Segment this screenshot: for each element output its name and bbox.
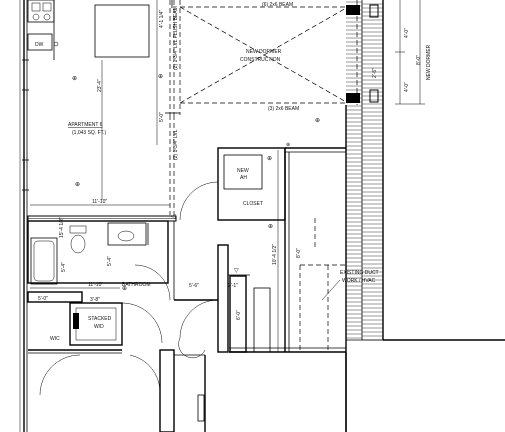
new-dormer-construction-line2: CONSTRUCTION	[240, 57, 281, 63]
new-ah-line2: AH	[240, 175, 247, 181]
stacked-wd-line1: STACKED	[88, 316, 112, 322]
lvl-flush-beam-upper: (2) 1-3/4" LVL FLUSH BEAM	[173, 6, 179, 70]
dim-5-4-b: 5'-4"	[61, 262, 67, 272]
dim-4-0-a: 4'-0"	[404, 28, 410, 38]
dim-6-0: 6'-0"	[236, 310, 242, 320]
dim-11-10-top: 11'-10"	[92, 199, 107, 205]
lower-right-walls	[229, 347, 347, 432]
dishwasher-label: DW	[35, 42, 44, 48]
svg-text:⊕: ⊕	[122, 286, 127, 292]
closet-air-handler: NEW AH CLOSET	[179, 147, 346, 352]
new-dormer-right: NEW DORMER	[426, 44, 432, 80]
dim-3-8: 3'-8"	[90, 297, 100, 303]
kitchen-sink	[27, 0, 55, 23]
svg-text:⊕: ⊕	[315, 118, 320, 124]
new-dormer-construction: NEW DORMER	[246, 49, 282, 55]
right-dims: 4'-0" 4'-0" 8'-0" NEW DORMER 2'-6"	[372, 0, 432, 105]
wic-label: WIC	[50, 336, 60, 342]
laundry-area: 5'-0" STACKED W/D 3'-8" WIC	[27, 291, 163, 346]
svg-text:⊕: ⊕	[75, 182, 80, 188]
dim-2-1: 2'-1"	[228, 283, 238, 289]
bath-upper-wall	[27, 215, 177, 222]
dim-10-4-1-2: 10'-4 1/2"	[272, 244, 278, 265]
dim-5-0: 5'-0"	[159, 112, 165, 122]
dim-5-0-b: 5'-0"	[38, 296, 48, 302]
existing-duct-line2: WORK / HVAC	[342, 278, 376, 284]
lower-walls	[28, 349, 206, 432]
right-exterior-wall-hatch	[345, 0, 384, 432]
ceiling-fixtures: ⊕ ⊕ ⊕ ⊕ ⊕ ⊕ ⊕	[72, 74, 320, 292]
dim-8-0: 8'-0"	[296, 248, 302, 258]
duct-work: EXISTING DUCT WORK / HVAC	[299, 218, 379, 352]
symbol-marker: ⊕	[286, 142, 290, 148]
dim-4-0-b: 4'-0"	[404, 82, 410, 92]
svg-text:⊕: ⊕	[268, 224, 273, 230]
dim-5-6: 5'-6"	[189, 283, 199, 289]
kitchen-island	[94, 4, 150, 58]
dim-15-4-1-2: 15'-4 1/2"	[59, 217, 65, 238]
closet-label: CLOSET	[243, 201, 263, 207]
beam-top-label: (6) 2x6 BEAM	[262, 2, 293, 8]
fixture-dot	[53, 41, 59, 47]
post-top-right	[369, 4, 379, 18]
dim-5-4: 5'-4"	[107, 256, 113, 266]
lvl-flush-beam-lower: (2) 1-3/4" LVL	[173, 129, 179, 160]
apartment-label: APARTMENT 6	[68, 122, 103, 128]
svg-text:⊕: ⊕	[158, 74, 163, 80]
apartment-area: (1,043 SQ. FT.)	[72, 130, 107, 136]
dim-8-0-r: 8'-0"	[416, 55, 422, 65]
lvl-flush-beams: (2) 1-3/4" LVL FLUSH BEAM (2) 1-3/4" LVL	[165, 0, 180, 215]
wd-panel	[73, 313, 79, 329]
beam-bottom-label: (3) 2x6 BEAM	[268, 106, 299, 112]
new-ah-line1: NEW	[237, 168, 249, 174]
bathroom-label: BATHROOM	[122, 282, 151, 288]
dormer-framing: (6) 2x6 BEAM (3) 2x6 BEAM NEW DORMER CON…	[179, 0, 358, 115]
svg-text:⊕: ⊕	[267, 156, 272, 162]
left-windows	[22, 59, 29, 191]
svg-text:⊕: ⊕	[72, 76, 77, 82]
triangle-marker: ▽	[234, 268, 239, 274]
triangle-marker-2: ◁	[171, 214, 176, 220]
dim-11-10-bottom: 11'-10"	[88, 282, 103, 288]
dim-23-4: 23'-4"	[97, 79, 103, 92]
hallway-walls: 5'-6" 2'-1" 6'-0" ▽ ◁	[171, 214, 271, 359]
dim-2-6: 2'-6"	[372, 68, 378, 78]
dishwasher: DW	[27, 33, 53, 51]
existing-duct-line1: EXISTING DUCT	[340, 270, 379, 276]
bathroom: BATHROOM	[27, 220, 175, 301]
dim-4-1-4: 4'-1 1/4"	[159, 9, 165, 28]
stacked-wd-line2: W/D	[94, 324, 104, 330]
left-exterior-wall	[19, 0, 28, 432]
